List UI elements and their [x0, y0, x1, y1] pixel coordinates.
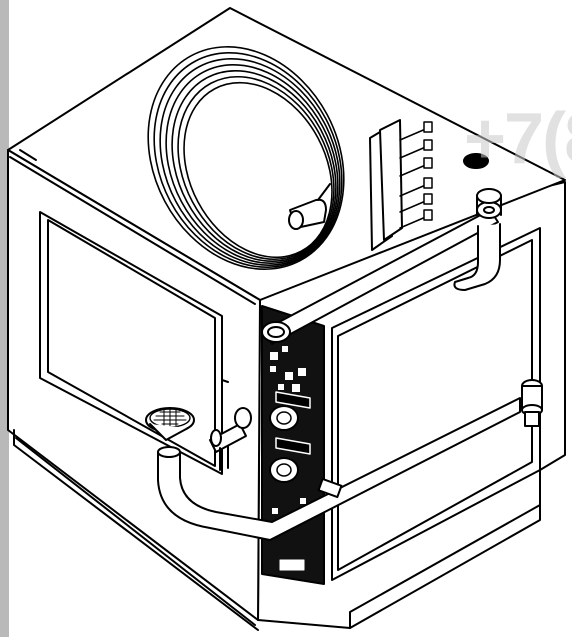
water-hose-coil: [147, 46, 345, 270]
left-margin-band: [0, 0, 9, 637]
drain-hole: [463, 153, 489, 169]
water-inlet-valve: [521, 373, 543, 427]
drain-pipe: [157, 397, 521, 541]
vent-pipe: [261, 188, 502, 345]
drain-strainer: [145, 407, 195, 441]
control-panel: [261, 305, 325, 585]
hose-manifold: [369, 119, 433, 251]
watermark-text: +7(8: [464, 99, 572, 179]
